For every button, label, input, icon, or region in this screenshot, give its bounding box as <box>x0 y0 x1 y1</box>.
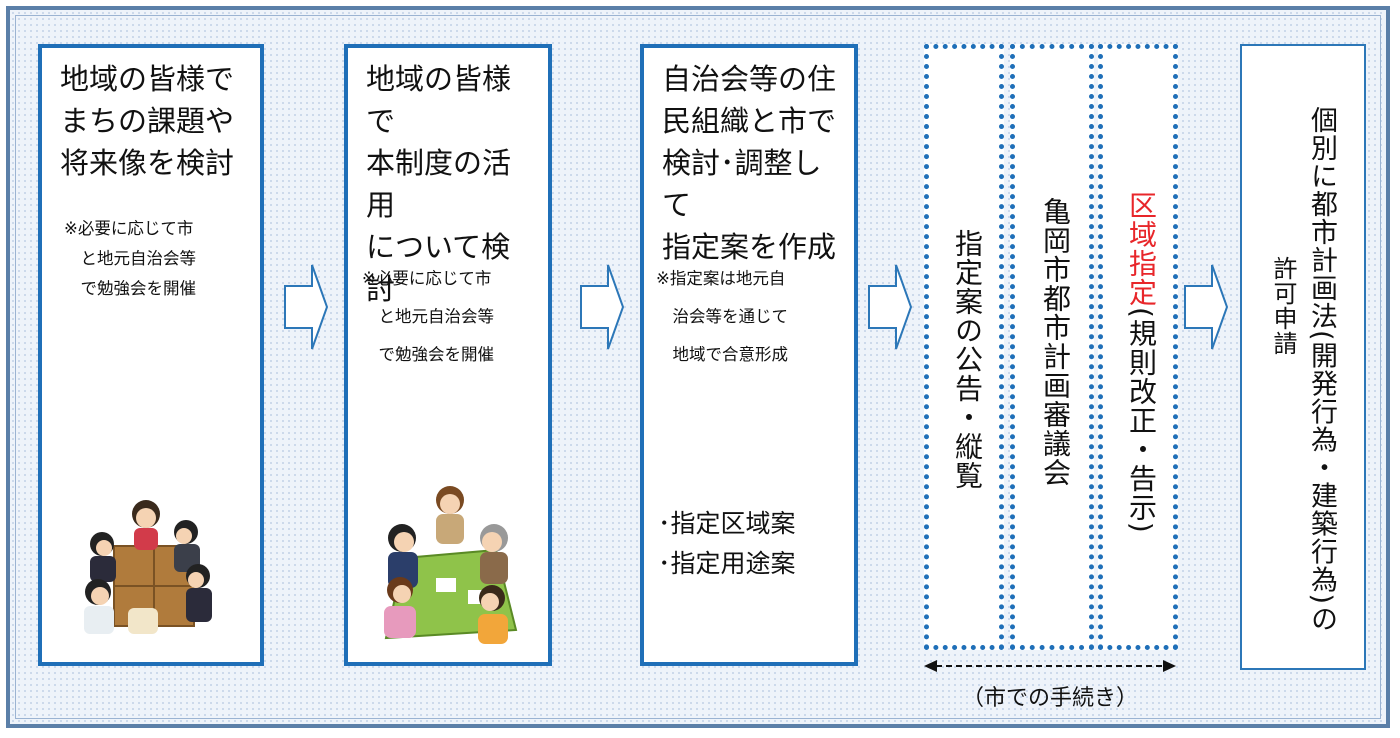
step-1-title: 地域の皆様で まちの課題や 将来像を検討 <box>60 62 235 180</box>
procedure-span-label: （市での手続き） <box>961 686 1138 711</box>
arrow-right-icon <box>1184 264 1228 350</box>
procedure-designation-rest: (規則改正・告示) <box>1125 307 1158 534</box>
step-2-title: 地域の皆様で 本制度の活用 について検討 <box>366 62 512 306</box>
procedure-council-label: 亀岡市都市計画審議会 <box>1039 197 1072 487</box>
procedure-designation-text: 区域指定(規則改正・告示) <box>1121 191 1161 534</box>
procedure-public-notice-label: 指定案の公告・縦覧 <box>951 229 984 490</box>
discussion-illustration <box>384 486 518 644</box>
step-3-note: ※指定案は地元自 治会等を通じて 地域で合意形成 <box>656 269 788 364</box>
arrow-right-icon <box>580 264 624 350</box>
step-3-title: 自治会等の住 民組織と市で 検討･調整して 指定案を作成 <box>662 62 837 264</box>
arrow-right-icon <box>284 264 328 350</box>
final-step-line2: 許可申請 <box>1269 256 1297 356</box>
final-step-line1: 個別に都市計画法(開発行為・建築行為)の <box>1306 106 1337 634</box>
double-arrow-icon <box>924 660 1176 672</box>
procedure-designation-box: 区域指定(規則改正・告示) <box>1098 44 1178 650</box>
procedure-designation-highlight: 区域指定 <box>1125 191 1158 307</box>
step-2-note: ※必要に応じて市 と地元自治会等 で勉強会を開催 <box>362 269 494 364</box>
step-1-note: ※必要に応じて市 と地元自治会等 で勉強会を開催 <box>64 219 196 298</box>
final-step-box: 個別に都市計画法(開発行為・建築行為)の 許可申請 <box>1240 44 1366 670</box>
step-3-box: 自治会等の住 民組織と市で 検討･調整して 指定案を作成 ※指定案は地元自 治会… <box>640 44 858 666</box>
step-3-bullets: ･指定区域案 ･指定用途案 <box>658 509 796 578</box>
community-meeting-illustration <box>84 500 212 634</box>
procedure-public-notice-box: 指定案の公告・縦覧 <box>924 44 1004 650</box>
step-1-box: 地域の皆様で まちの課題や 将来像を検討 ※必要に応じて市 と地元自治会等 で勉… <box>38 44 264 666</box>
procedure-council-box: 亀岡市都市計画審議会 <box>1010 44 1094 650</box>
arrow-right-icon <box>868 264 912 350</box>
